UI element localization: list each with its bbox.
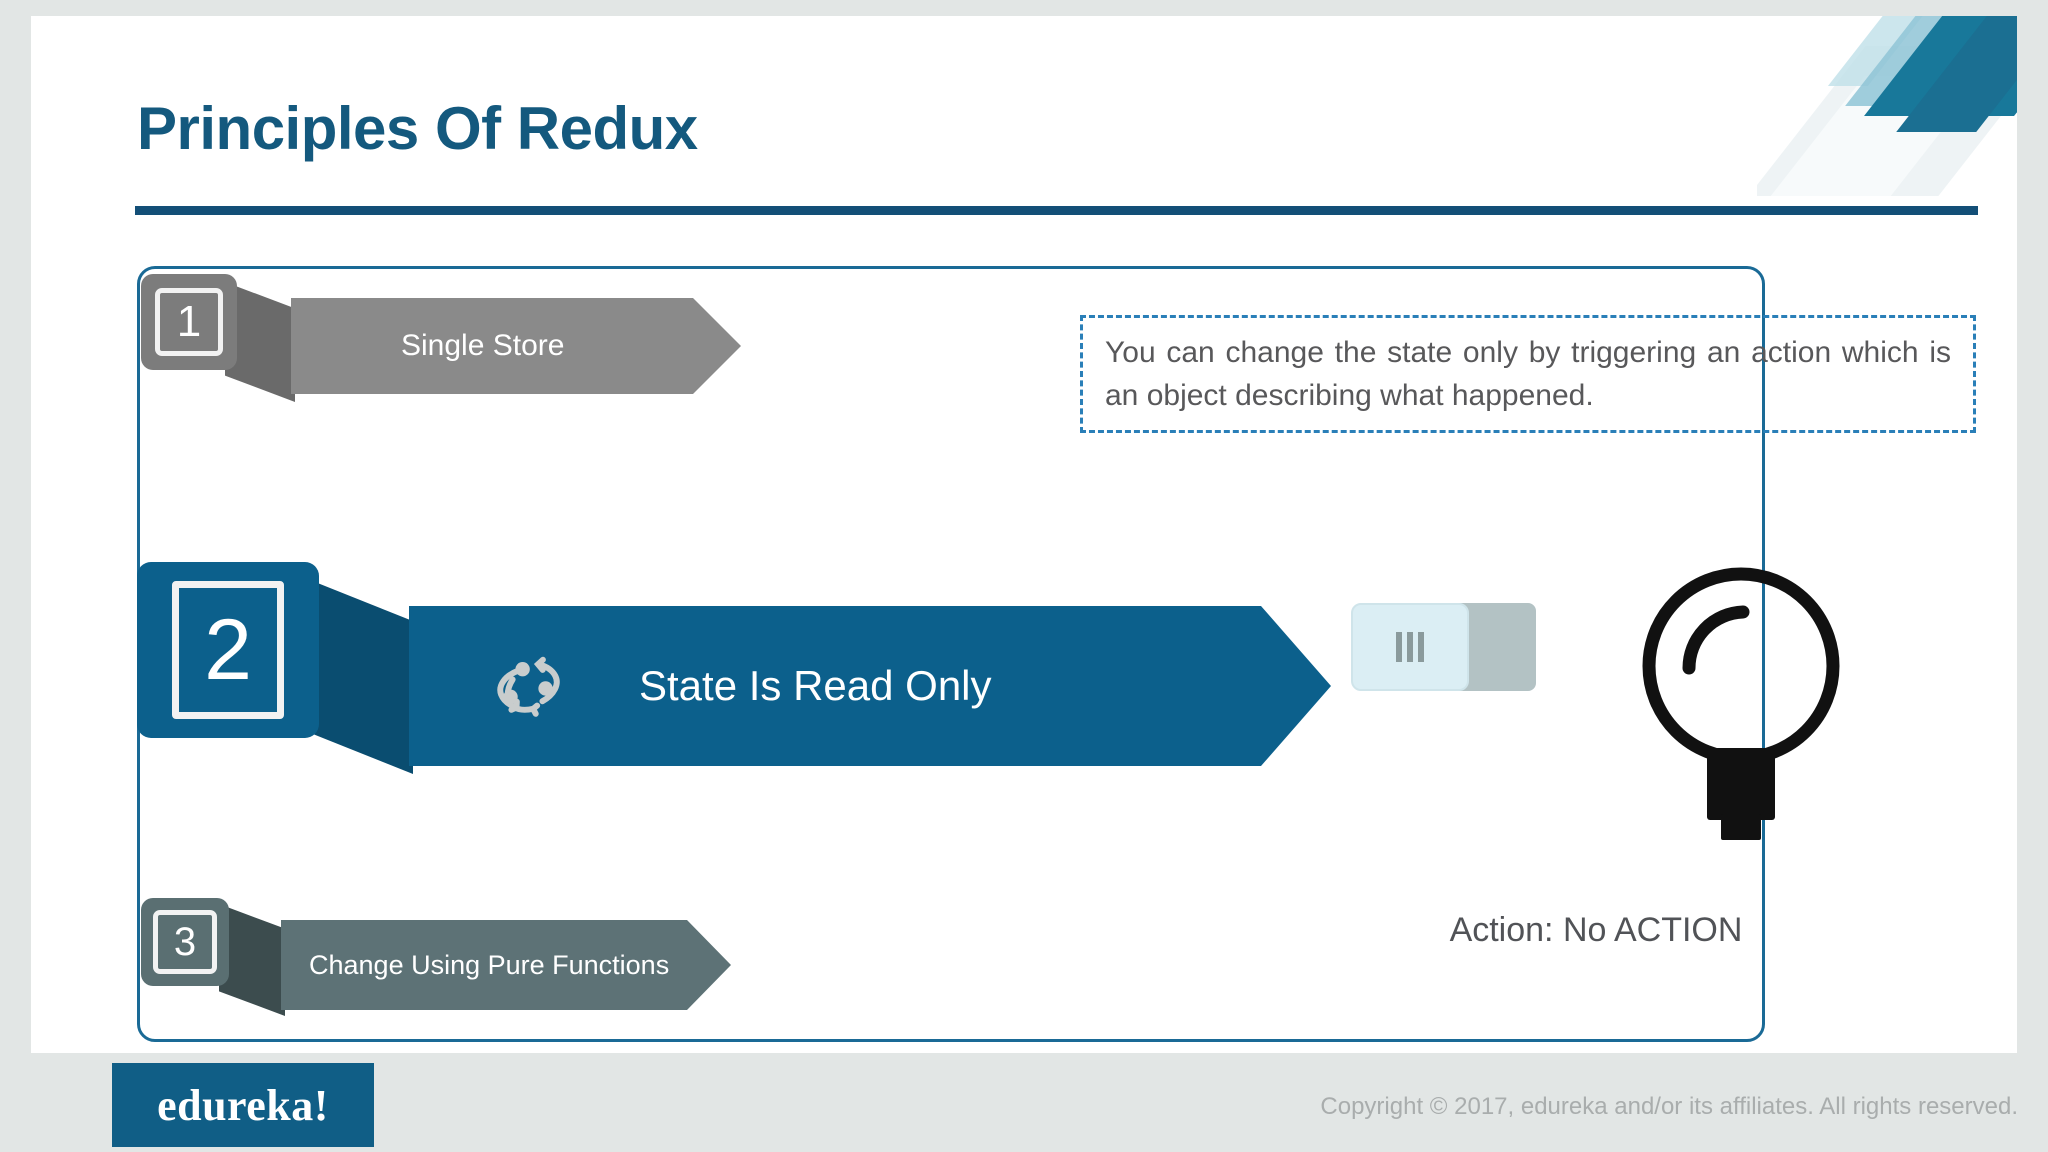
principle-number-3: 3 (153, 910, 217, 974)
principle-label-3: Change Using Pure Functions (309, 949, 670, 980)
title-underline-rule (135, 206, 1978, 215)
slide-canvas: Principles Of Redux Single Store 1 (31, 16, 2017, 1053)
callout-text: You can change the state only by trigger… (1105, 335, 1951, 413)
chevron-banner-2[interactable]: State Is Read Only (409, 606, 1331, 766)
principle-number-2: 2 (172, 581, 284, 719)
principle-label-2: State Is Read Only (639, 662, 992, 709)
chevron-banner-1[interactable]: Single Store (291, 298, 741, 394)
page-title: Principles Of Redux (137, 95, 698, 162)
light-bulb-off-icon (1631, 556, 1851, 841)
callout-box: You can change the state only by trigger… (1080, 315, 1976, 433)
switch-toggle-left[interactable] (1351, 603, 1469, 691)
light-switch-icon[interactable] (1351, 603, 1536, 691)
switch-grip-bar (1396, 632, 1402, 662)
copyright-text: Copyright © 2017, edureka and/or its aff… (1320, 1093, 2018, 1120)
principle-number-1: 1 (155, 288, 223, 356)
principle-label-1: Single Store (401, 329, 565, 362)
decorative-ribbon-graphic (1757, 16, 2017, 196)
principle-number-badge-1: 1 (141, 274, 237, 370)
principle-number-badge-3: 3 (141, 898, 229, 986)
switch-grip-bar (1407, 632, 1413, 662)
edureka-logo-text: edureka! (157, 1080, 329, 1130)
illustration-panel: Action: No ACTION (1216, 556, 1976, 996)
redux-logo-icon (471, 630, 583, 742)
action-status-text: Action: No ACTION (1449, 911, 1743, 949)
chevron-banner-3[interactable]: Change Using Pure Functions (281, 920, 731, 1010)
switch-grip-bar (1418, 632, 1424, 662)
edureka-logo: edureka! (112, 1063, 374, 1147)
principle-number-badge-2: 2 (137, 562, 319, 738)
